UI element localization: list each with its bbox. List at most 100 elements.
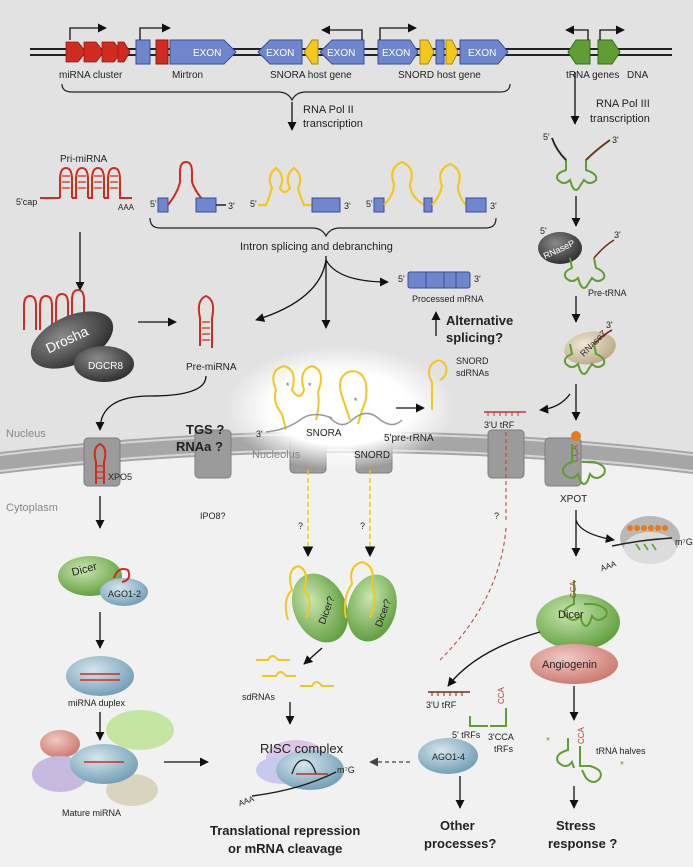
trna-halves: CCA	[556, 726, 602, 783]
snora-snord-structures	[265, 364, 403, 433]
rnasep-complex: 5' RNaseP 3'	[538, 226, 621, 289]
three-u-trf-cytoplasm	[428, 691, 470, 696]
nucleus-region	[0, 0, 693, 452]
stress-response-label-2: response ?	[548, 836, 617, 851]
pol2-transcription-label: transcription	[303, 118, 363, 130]
other-processes-label: Other	[440, 818, 475, 833]
pre-mirna-label: Pre-miRNA	[186, 362, 237, 373]
processed-mrna: 5' 3'	[398, 271, 481, 289]
risc-label: RISC complex	[260, 741, 344, 756]
exon-label: EXON	[266, 48, 294, 59]
three-u-trf-label-2: 3'U tRF	[426, 700, 457, 710]
trna-genes	[567, 39, 621, 65]
drosha-complex: Drosha DGCR8	[23, 288, 134, 382]
five-prime-label: 5'	[398, 274, 405, 284]
five-prime-label: 5'	[540, 226, 547, 236]
five-prime-label: 5'	[543, 132, 550, 142]
asterisk: *	[286, 381, 290, 391]
three-prime-label: 3'	[612, 135, 619, 145]
pol3-transcription-label: transcription	[590, 113, 650, 125]
sdrna-fragments	[256, 655, 334, 687]
exon-label: EXON	[468, 48, 496, 59]
cca-trfs: CCA	[490, 686, 507, 727]
asterisk: *	[546, 736, 550, 747]
mirtron-gene	[135, 39, 237, 65]
three-prime-label: 3'	[606, 320, 613, 330]
nucleolus-label: Nucleolus	[252, 449, 301, 461]
snord-label: SNORD	[354, 450, 390, 461]
dicer-mirna-complex: Dicer AGO1-2	[58, 556, 148, 606]
asterisk: *	[308, 381, 312, 391]
snora-intron: 5' 3'	[250, 166, 351, 213]
mirtron-intron: 5' 3'	[150, 160, 235, 213]
gene-label-snord-host: SNORD host gene	[398, 70, 481, 81]
intron-splicing-bracket	[149, 217, 497, 238]
mirna-cluster-gene	[65, 41, 131, 63]
pre-trna-initial: 5' 3'	[543, 132, 619, 191]
three-u-trf-nucleus	[484, 411, 526, 416]
three-prime-label: 3'	[490, 201, 497, 211]
cca-label: CCA	[571, 444, 580, 462]
cca-trfs-label-2: tRFs	[494, 744, 513, 754]
exon-label: EXON	[327, 48, 355, 59]
snord-sdrna	[428, 359, 448, 410]
mirna-duplex	[66, 656, 134, 696]
m7g-label: m⁷G	[675, 537, 693, 547]
question-mark: ?	[298, 521, 303, 531]
xpo5-mirna	[93, 442, 107, 484]
rnasez-complex: RNaseZ 3'	[563, 320, 616, 375]
ribosome-trna	[611, 516, 680, 564]
pol3-label: RNA Pol III	[596, 98, 650, 110]
dicer-snorna-complex: Dicer? Dicer?	[284, 560, 397, 643]
pol2-label: RNA Pol II	[303, 104, 354, 116]
cca-label: CCA	[569, 580, 578, 598]
snora-host-gene	[257, 39, 365, 65]
five-prime-label: 5'	[366, 199, 373, 209]
pri-mirna-label: Pri-miRNA	[60, 154, 108, 165]
cca-trfs-label: 3'CCA	[488, 732, 514, 742]
risc-complex	[251, 740, 344, 797]
ipo8-label: IPO8?	[200, 511, 226, 521]
three-u-trf-label: 3'U tRF	[484, 420, 515, 430]
ago14-complex	[418, 738, 478, 774]
snord-intron: 5' 3'	[366, 160, 497, 213]
three-prime-label: 3'	[256, 429, 263, 439]
intron-splicing-label: Intron splicing and debranching	[240, 241, 393, 253]
five-trfs	[469, 716, 488, 727]
dicer-trna-label: Dicer	[558, 609, 584, 621]
cap-5-label: 5'cap	[16, 197, 37, 207]
sdrnas-label: sdRNAs	[242, 692, 276, 702]
angiogenin-label: Angiogenin	[542, 659, 597, 671]
nucleolus-region	[225, 346, 455, 470]
gene-label-mirna-cluster: miRNA cluster	[59, 70, 123, 81]
other-processes-label-2: processes?	[424, 836, 496, 851]
dna-label: DNA	[627, 70, 648, 81]
asterisk: *	[354, 396, 358, 406]
xpot-trna: CCA	[562, 431, 606, 485]
dgcr8-label: DGCR8	[88, 361, 123, 372]
five-trfs-label: 5' tRFs	[452, 730, 481, 740]
three-prime-label: 3'	[344, 201, 351, 211]
cca-label: CCA	[577, 726, 586, 744]
snord-sdrna-label: SNORD	[456, 356, 489, 366]
mirna-duplex-label: miRNA duplex	[68, 698, 126, 708]
asterisk: *	[620, 760, 624, 771]
pri-mirna-hairpins	[40, 166, 132, 199]
stress-response-label: Stress	[556, 818, 596, 833]
mature-mirna-label: Mature miRNA	[62, 808, 121, 818]
alternative-splicing-label-2: splicing?	[446, 330, 503, 345]
question-mark: ?	[494, 511, 499, 521]
polya-label: AAA	[118, 203, 135, 212]
gene-label-mirtron: Mirtron	[172, 70, 203, 81]
gene-label-snora-host: SNORA host gene	[270, 70, 352, 81]
m7g-label: m⁷G	[337, 765, 355, 775]
five-prime-label: 5'	[250, 199, 257, 209]
cca-label: CCA	[497, 686, 506, 704]
dicer-angiogenin-complex: CCA Dicer Angiogenin	[530, 580, 620, 684]
three-prime-label: 3'	[228, 201, 235, 211]
xpot-label: XPOT	[560, 494, 587, 505]
translational-repression-label: Translational repression	[210, 823, 360, 838]
cytoplasm-label: Cytoplasm	[6, 502, 58, 514]
